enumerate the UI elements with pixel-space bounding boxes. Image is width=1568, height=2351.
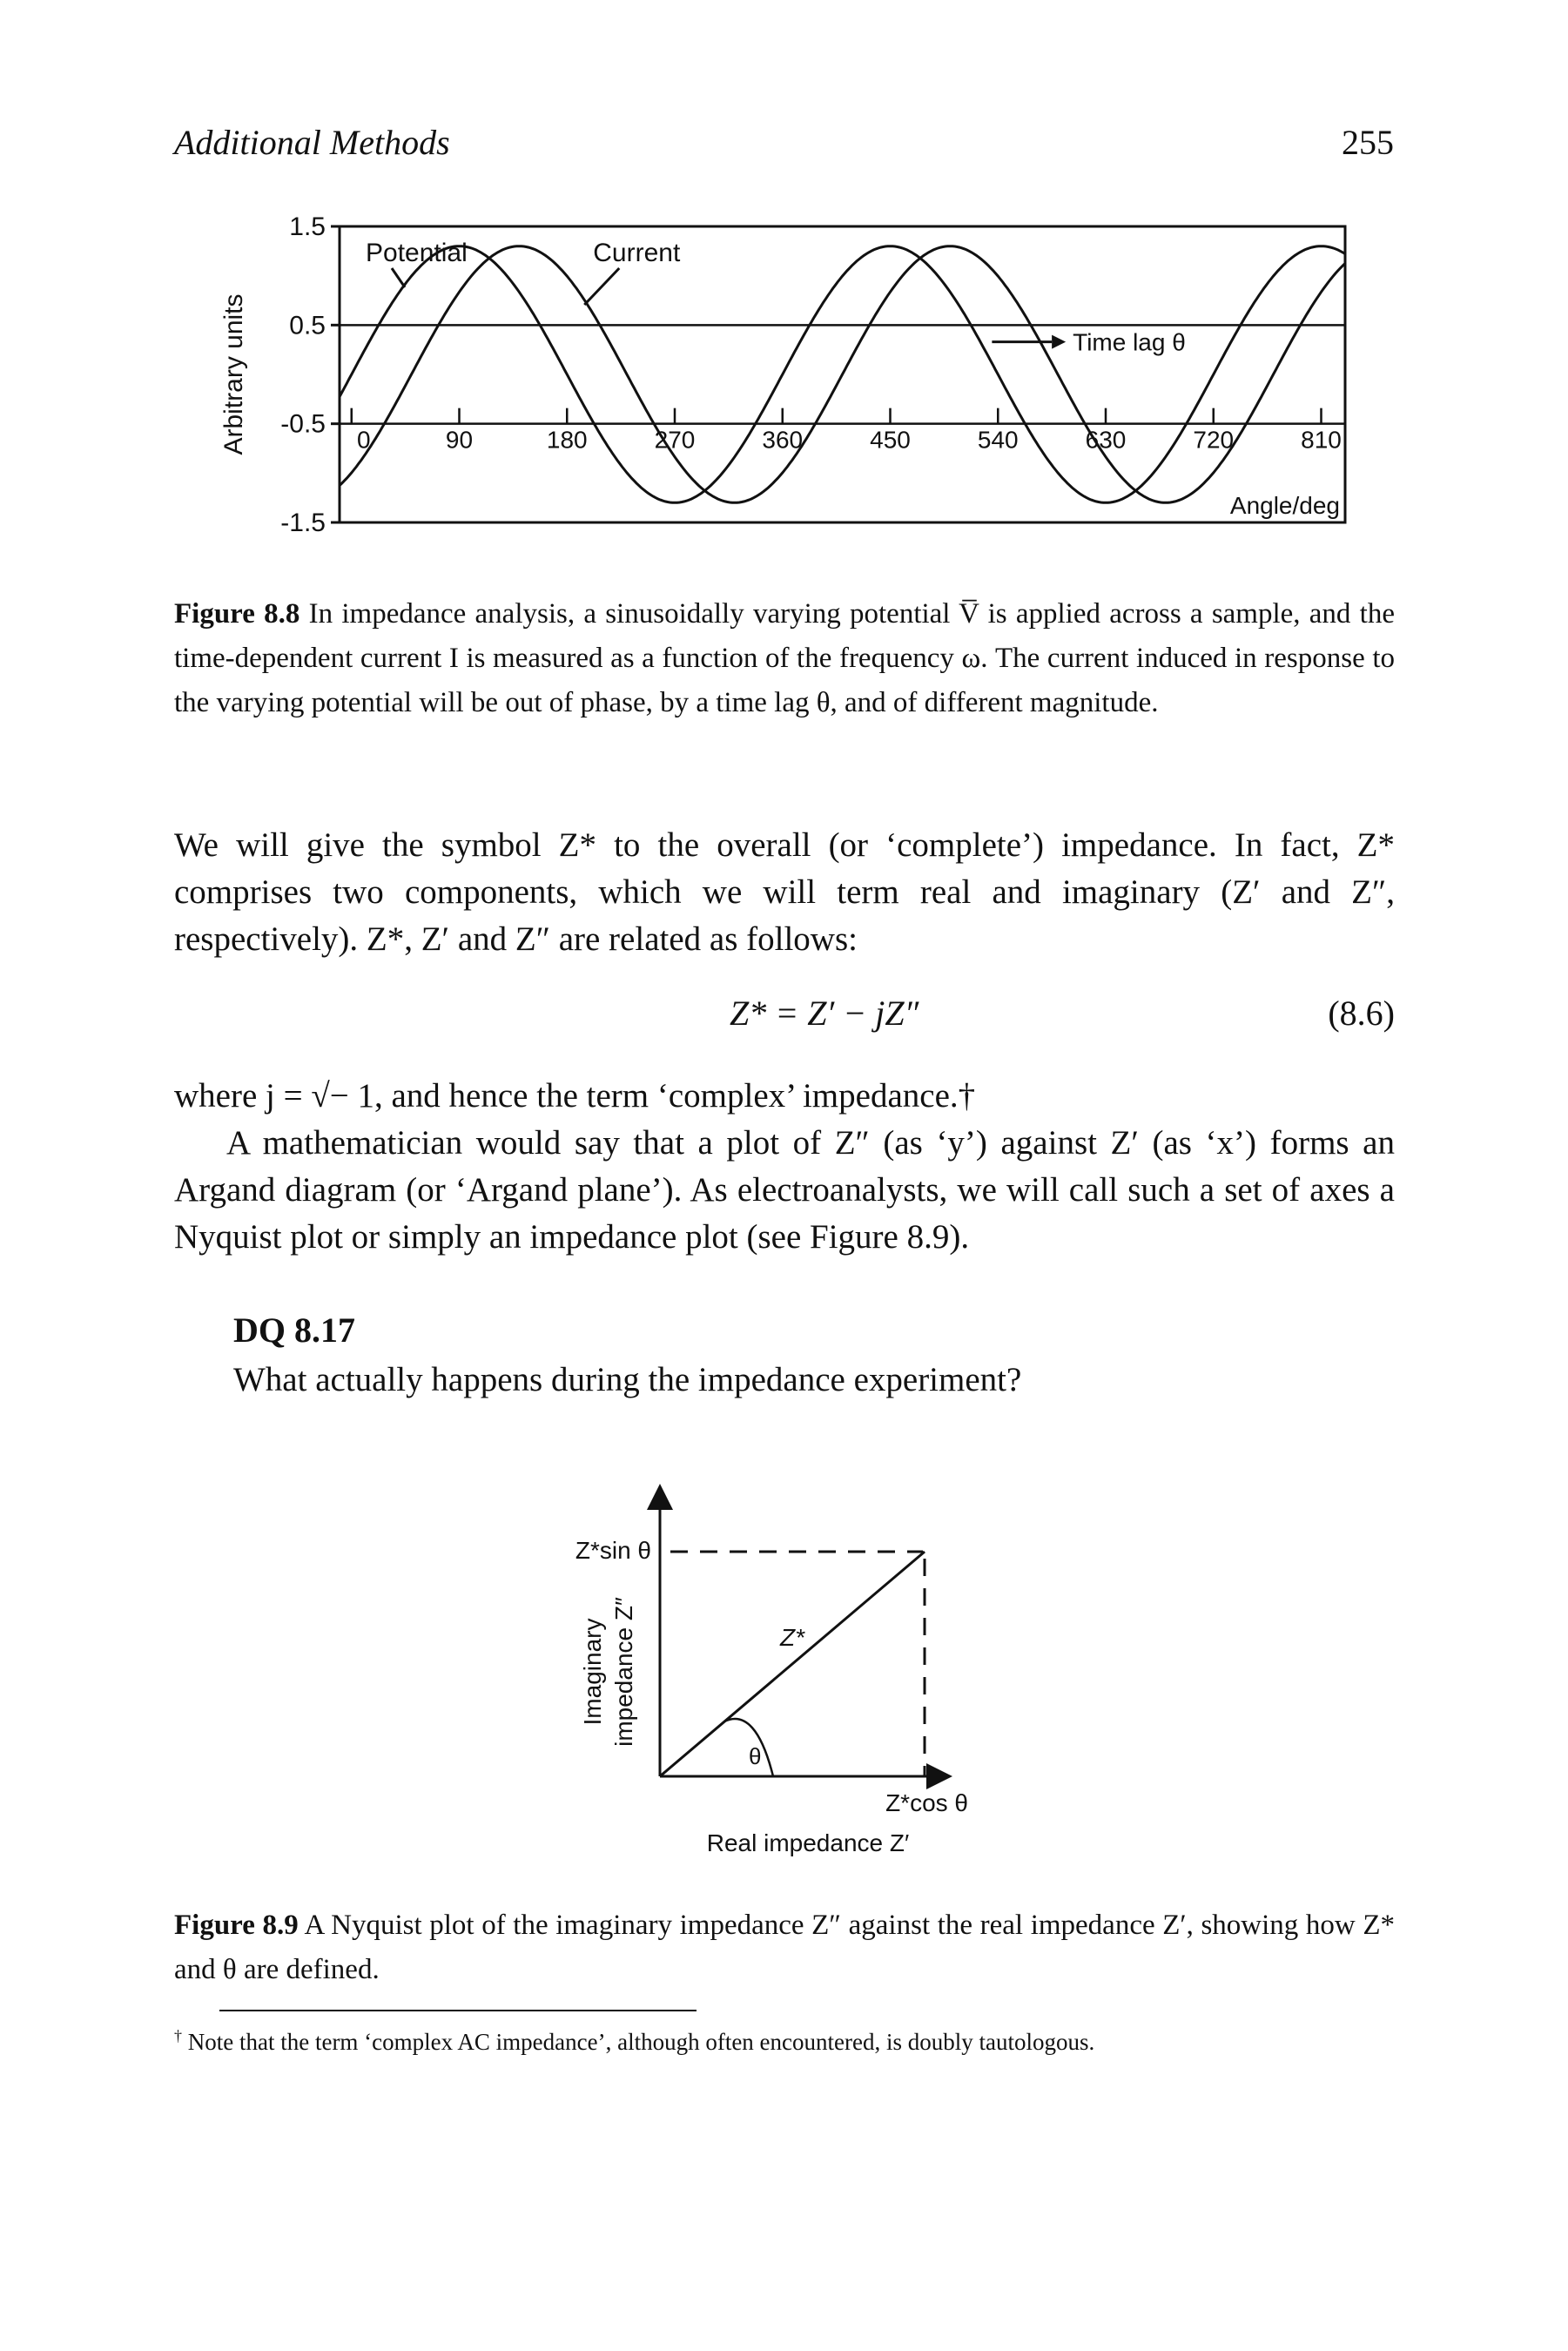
x-tick-label: 270 bbox=[655, 427, 696, 454]
x-tick-label: 90 bbox=[446, 427, 473, 454]
paragraph-3: A mathematician would say that a plot of… bbox=[174, 1120, 1395, 1261]
plot-frame bbox=[338, 225, 1347, 524]
y-mark-label: Z*sin θ bbox=[575, 1537, 651, 1564]
paragraph-2: where j = √− 1, and hence the term ‘comp… bbox=[174, 1073, 1395, 1120]
x-axis-label: Angle/deg bbox=[1230, 492, 1340, 519]
running-title: Additional Methods bbox=[174, 123, 450, 162]
current-pointer bbox=[583, 266, 621, 307]
figure-8-8-label: Figure 8.8 bbox=[174, 598, 300, 630]
paragraph-3-text: A mathematician would say that a plot of… bbox=[174, 1124, 1395, 1256]
figure-8-9-caption: Figure 8.9 A Nyquist plot of the imagina… bbox=[174, 1903, 1395, 1992]
series-label-potential: Potential bbox=[366, 239, 468, 267]
footnote: † Note that the term ‘complex AC impedan… bbox=[174, 2027, 1094, 2056]
sine-chart: 1.5 0.5 -0.5 -1.5 0 90 180 270 360 450 540 630 720 81… bbox=[219, 212, 1347, 537]
x-tick-label: 540 bbox=[978, 427, 1019, 454]
figure-8-8: 1.5 0.5 -0.5 -1.5 0 90 180 270 360 450 540 630 720 81… bbox=[209, 209, 1393, 557]
angle-label: θ bbox=[749, 1743, 761, 1769]
equation-number: (8.6) bbox=[1328, 994, 1395, 1033]
x-tick-label: 180 bbox=[547, 427, 588, 454]
figure-8-8-text: In impedance analysis, a sinusoidally va… bbox=[174, 598, 1395, 718]
page-number: 255 bbox=[1342, 123, 1394, 162]
series-potential bbox=[338, 245, 1346, 504]
footnote-text: Note that the term ‘complex AC impedance… bbox=[187, 2029, 1095, 2055]
x-tick-label: 360 bbox=[762, 427, 803, 454]
angle-arc bbox=[723, 1717, 775, 1777]
x-axis-label: Real impedance Z′ bbox=[707, 1829, 909, 1856]
series-current bbox=[338, 245, 1347, 504]
time-lag-arrowhead bbox=[1052, 334, 1067, 349]
y-tick-label: -0.5 bbox=[280, 410, 326, 439]
vector-label: Z* bbox=[779, 1624, 805, 1651]
time-lag-label: Time lag θ bbox=[1073, 329, 1186, 356]
y-tick-label: 1.5 bbox=[289, 212, 326, 241]
paragraph-1-text: We will give the symbol Z* to the overal… bbox=[174, 826, 1395, 958]
dq-title: DQ 8.17 bbox=[233, 1310, 355, 1350]
footnote-rule bbox=[219, 2010, 697, 2011]
x-tick-label: 810 bbox=[1301, 427, 1342, 454]
y-axis-label-line-2: impedance Z″ bbox=[610, 1597, 637, 1747]
paragraph-2-text: where j = √− 1, and hence the term ‘comp… bbox=[174, 1077, 976, 1115]
y-tick-label: 0.5 bbox=[289, 311, 326, 340]
figure-8-9-label: Figure 8.9 bbox=[174, 1910, 299, 1941]
y-axis-label: Arbitrary units bbox=[219, 293, 248, 455]
impedance-vector bbox=[659, 1550, 925, 1778]
figure-8-9: Z*sin θ Z* θ Z*cos θ Real impedance Z′ I… bbox=[522, 1472, 1045, 1881]
potential-pointer bbox=[390, 267, 407, 288]
x-mark-label: Z*cos θ bbox=[885, 1789, 968, 1816]
equation-expression: Z* = Z′ − jZ″ bbox=[730, 994, 919, 1033]
figure-8-8-caption: Figure 8.8 In impedance analysis, a sinu… bbox=[174, 592, 1395, 725]
running-head: Additional Methods 255 bbox=[174, 122, 1394, 174]
y-axis-label-line-1: Imaginary bbox=[579, 1619, 606, 1726]
x-tick-label: 630 bbox=[1086, 427, 1127, 454]
y-tick-label: -1.5 bbox=[280, 509, 326, 537]
dq-question: What actually happens during the impedan… bbox=[233, 1361, 1022, 1398]
x-tick-label: 720 bbox=[1193, 427, 1234, 454]
paragraph-1: We will give the symbol Z* to the overal… bbox=[174, 822, 1395, 963]
dagger-mark: † bbox=[174, 2027, 182, 2044]
series-label-current: Current bbox=[593, 239, 681, 267]
nyquist-diagram: Z*sin θ Z* θ Z*cos θ Real impedance Z′ I… bbox=[575, 1484, 968, 1856]
figure-8-9-text: A Nyquist plot of the imaginary impedanc… bbox=[174, 1910, 1395, 1985]
x-tick-label: 0 bbox=[357, 427, 371, 454]
x-tick-label: 450 bbox=[870, 427, 911, 454]
equation-8-6: Z* = Z′ − jZ″ (8.6) bbox=[174, 993, 1395, 1045]
